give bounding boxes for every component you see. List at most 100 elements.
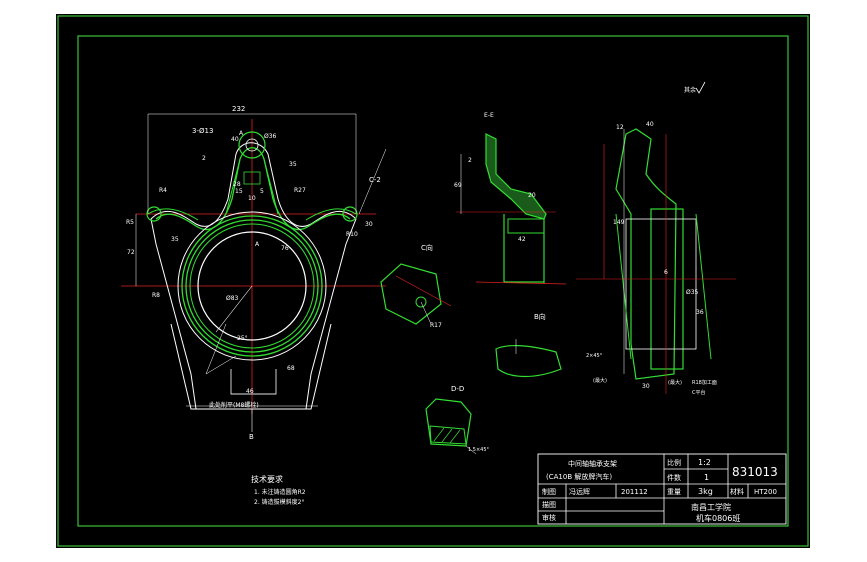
drawn-date: 201112	[621, 488, 648, 496]
part-name-2: (CA10B 解放牌汽车)	[546, 472, 612, 481]
drawn-name: 冯远辉	[569, 488, 590, 496]
dim-10: 10	[248, 195, 256, 202]
ee-profile	[485, 133, 547, 220]
c-view-center	[395, 275, 452, 307]
dd-label: D-D	[451, 385, 464, 393]
c-view-leader	[420, 301, 432, 325]
side-profile	[615, 128, 677, 380]
material-value: HT200	[754, 488, 777, 496]
side-note1: (最大)	[593, 377, 607, 384]
dim-25deg: 25°	[237, 335, 248, 342]
dim-46: 46	[246, 388, 254, 395]
outer-border	[57, 15, 809, 547]
side-note3: R18加工面	[692, 379, 717, 386]
side-36: 36	[696, 309, 704, 316]
c-view: C向 R17	[380, 243, 452, 329]
b-view-label: B向	[534, 312, 546, 321]
dim-35c: 35	[171, 236, 179, 243]
side-149: 149	[613, 219, 625, 226]
body-outline	[155, 147, 351, 231]
hatch-3	[449, 429, 461, 444]
qty-label: 件数	[667, 473, 681, 482]
rib-window	[243, 171, 261, 185]
part-name-1: 中间轴轴承支架	[568, 459, 617, 468]
check-label: 审核	[542, 513, 556, 522]
bore-ring-3	[189, 223, 315, 349]
finish-symbol	[695, 81, 706, 94]
hatch-1	[433, 427, 445, 442]
weight-value: 3kg	[698, 487, 713, 496]
ribs	[225, 158, 279, 215]
main-view: 232 3-Ø13 A Ø36 40 2 35 28 15 5 10 R27 R…	[121, 105, 387, 441]
arrow-a	[205, 355, 237, 375]
dim-83: Ø83	[226, 295, 239, 302]
tech-requirements: 技术要求 1. 未注铸造圆角R2 2. 铸造拔模斜度2°	[251, 474, 306, 506]
qty-value: 1	[704, 473, 709, 482]
dim-2: 2	[202, 155, 206, 162]
side-30: 30	[642, 383, 650, 390]
c-view-label: C向	[421, 243, 433, 252]
title-block-frame	[537, 453, 787, 525]
rest-mark: 其余	[684, 86, 696, 94]
bore-outer-white	[177, 211, 327, 361]
scale-label: 比例	[667, 458, 681, 467]
c-view-outline	[380, 263, 442, 325]
hatch-2	[441, 428, 453, 443]
dim-r8: R8	[152, 292, 160, 299]
tech-title: 技术要求	[251, 474, 283, 484]
side-note4: C平台	[692, 389, 706, 396]
ee-69: 69	[454, 182, 462, 189]
dim-68: 68	[287, 365, 295, 372]
side-outline	[625, 218, 697, 350]
c-view-r17: R17	[430, 322, 442, 329]
inner-border	[77, 35, 789, 527]
side-35: Ø35	[686, 289, 699, 296]
ee-2: 2	[468, 157, 472, 164]
title-block: 中间轴轴承支架 (CA10B 解放牌汽车) 比例 1:2 件数 1 831013…	[537, 453, 787, 525]
dim-r4: R4	[159, 187, 167, 194]
dim-holes: 3-Ø13	[192, 127, 213, 135]
side-view: 12 40 149 Ø35 6 36 2×45° 30 (最大) (最大) R1…	[576, 121, 736, 396]
side-bore	[650, 208, 684, 370]
dim-r10: R10	[346, 231, 358, 238]
dim-5: 5	[260, 188, 264, 195]
drawing-number: 831013	[732, 465, 778, 479]
top-hole	[245, 138, 259, 152]
dim-232: 232	[232, 105, 245, 113]
left-ear-boss	[146, 206, 162, 222]
ear-outline	[147, 208, 357, 221]
school-name: 南昌工学院	[691, 502, 731, 512]
dim-35: 35	[289, 161, 297, 168]
side-6: 6	[664, 269, 668, 276]
dim-r27: R27	[294, 187, 306, 194]
bore-ring-1	[181, 215, 323, 357]
ee-body	[503, 214, 545, 284]
class-name: 机车0806班	[696, 513, 740, 523]
dim-leader-c2	[358, 148, 387, 215]
outer-contour	[150, 142, 357, 410]
b-view: B向	[495, 312, 562, 378]
base-trapezoid	[170, 323, 332, 410]
top-boss	[238, 131, 266, 159]
ee-42: 42	[518, 236, 526, 243]
ee-center	[475, 281, 567, 285]
side-angle: 2×45°	[586, 353, 603, 359]
bottom-note: 此处削平(M8螺栓)	[209, 401, 259, 409]
design-label: 描图	[542, 500, 556, 509]
ee-section: E-E 69 2 42 20	[454, 112, 567, 285]
drawn-label: 制图	[542, 487, 556, 496]
dd-outline	[425, 398, 472, 447]
right-ear-boss	[342, 206, 358, 222]
dim-72: 72	[127, 249, 135, 256]
bore-ring-2	[185, 219, 319, 353]
side-12: 12	[616, 124, 624, 131]
tech-item-1: 1. 未注铸造圆角R2	[254, 488, 306, 496]
tech-item-2: 2. 铸造拔模斜度2°	[254, 498, 304, 506]
side-note2: (最大)	[668, 379, 682, 386]
drawing-sheet: 232 3-Ø13 A Ø36 40 2 35 28 15 5 10 R27 R…	[56, 14, 810, 548]
scale-value: 1:2	[698, 458, 711, 467]
side-taper	[615, 213, 712, 360]
material-label: 材料	[730, 487, 744, 496]
ee-label: E-E	[484, 112, 494, 119]
dim-36: Ø36	[264, 133, 277, 140]
